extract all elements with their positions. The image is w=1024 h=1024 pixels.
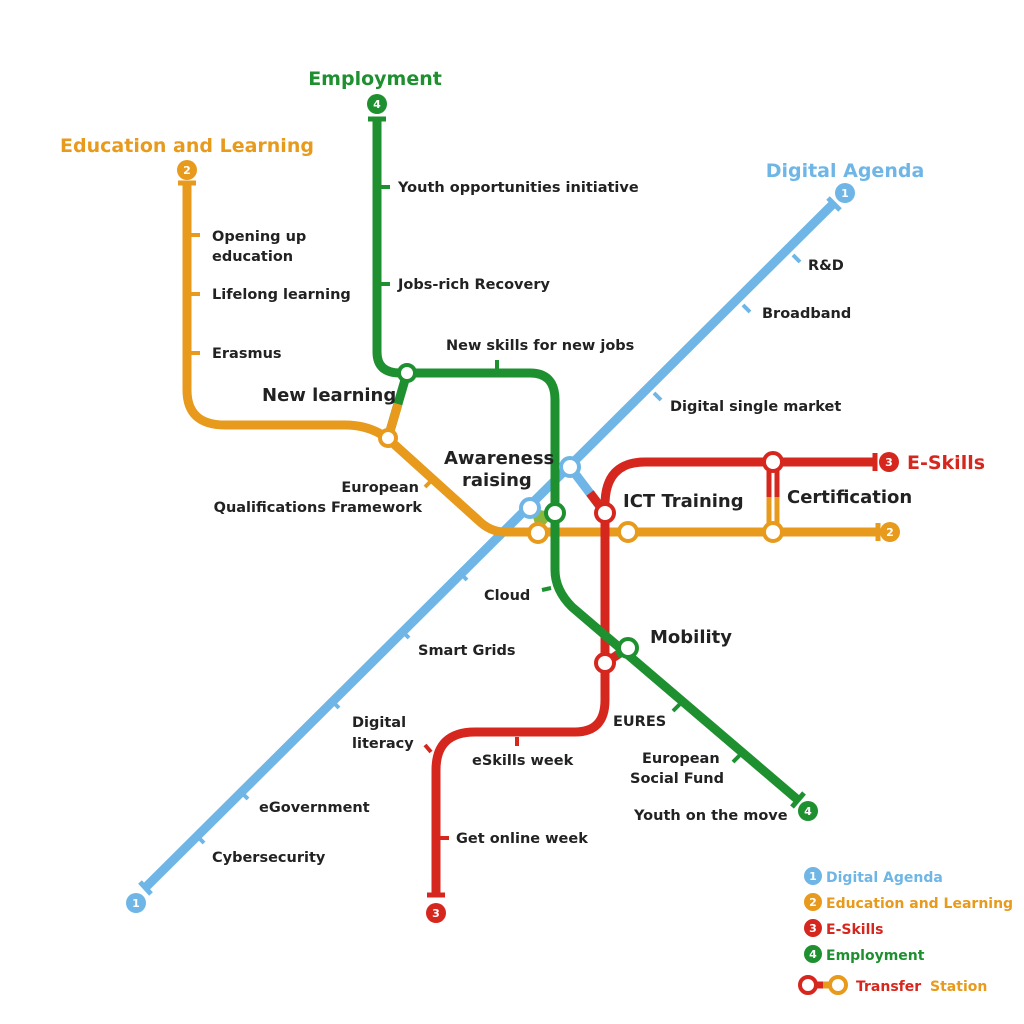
legend-item-transfer-station: Transfer Station	[798, 975, 987, 995]
badge-digital-top: 1	[835, 183, 855, 203]
station-youth-on-the-move: Youth on the move	[633, 808, 788, 824]
legend-item-employment: 4 Employment	[804, 945, 925, 964]
tick-digital-literacy	[330, 699, 341, 710]
station-digital-single-market: Digital single market	[670, 399, 841, 415]
svg-text:1: 1	[132, 897, 140, 910]
station-cybersecurity: Cybersecurity	[212, 850, 326, 866]
line-e-skills: 3 3	[423, 452, 899, 923]
tick-cloud	[458, 571, 469, 582]
station-lifelong: Lifelong learning	[212, 287, 351, 303]
line-employment: 4 4	[367, 94, 818, 821]
svg-text:3: 3	[432, 907, 440, 920]
legend-item-education: 2 Education and Learning	[804, 893, 1013, 912]
station-opening-up-1: Opening up	[212, 229, 306, 245]
svg-text:E-Skills: E-Skills	[826, 922, 884, 938]
label-awareness-2: raising	[462, 470, 532, 491]
tick-rd	[791, 253, 802, 264]
legend-item-e-skills: 3 E-Skills	[804, 919, 884, 938]
line-digital-agenda: 1 1	[126, 183, 855, 913]
tick-broadband	[741, 303, 752, 314]
legend-transfer-word1: Transfer	[856, 979, 921, 995]
tick-eskills-upper	[423, 743, 433, 754]
svg-text:3: 3	[885, 456, 893, 469]
station-esf-1: European	[642, 751, 720, 767]
svg-text:2: 2	[809, 896, 817, 909]
station-get-online-week: Get online week	[456, 831, 588, 847]
label-mobility: Mobility	[650, 627, 732, 648]
station-egovernment: eGovernment	[259, 800, 370, 816]
station-youth-opportunities: Youth opportunities initiative	[397, 180, 639, 196]
transfer-mobility	[594, 637, 639, 674]
title-digital-agenda: Digital Agenda	[766, 160, 925, 182]
employment-track	[372, 119, 801, 804]
svg-text:Transfer Station: Transfer Station	[856, 979, 987, 995]
station-smart-grids: Smart Grids	[418, 643, 516, 659]
svg-text:2: 2	[183, 164, 191, 177]
badge-eskills-right: 3	[879, 452, 899, 472]
station-eqf-2: Qualifications Framework	[214, 500, 423, 516]
station-new-skills: New skills for new jobs	[446, 338, 634, 354]
label-awareness-1: Awareness	[444, 448, 554, 469]
station-digital-literacy-1: Digital	[352, 715, 406, 731]
station-cloud: Cloud	[484, 588, 530, 604]
transfer-new-learning	[378, 363, 417, 448]
station-erasmus: Erasmus	[212, 346, 282, 362]
badge-digital-bottom: 1	[126, 893, 146, 913]
station-rd: R&D	[808, 258, 844, 274]
education-track	[182, 183, 878, 537]
svg-text:4: 4	[373, 98, 381, 111]
title-e-skills: E-Skills	[907, 452, 985, 474]
transfer-awareness-raising	[519, 497, 566, 544]
svg-text:Digital Agenda: Digital Agenda	[826, 870, 943, 886]
station-opening-up-2: education	[212, 249, 293, 265]
station-eskills-week: eSkills week	[472, 753, 574, 769]
svg-text:4: 4	[809, 948, 817, 961]
title-employment: Employment	[308, 68, 442, 90]
employment-end-cap-bottom	[790, 791, 806, 809]
svg-text:2: 2	[886, 526, 894, 539]
badge-education-right: 2	[880, 522, 900, 542]
svg-text:Education and Learning: Education and Learning	[826, 896, 1013, 912]
station-eqf-1: European	[341, 480, 419, 496]
tick-cybersecurity	[195, 834, 206, 845]
svg-text:4: 4	[804, 805, 812, 818]
tick-eures	[671, 702, 682, 713]
tick-smart-grids	[400, 629, 411, 640]
digital-agenda-end-cap-top	[826, 196, 842, 212]
title-education: Education and Learning	[60, 135, 314, 157]
digital-agenda-track	[141, 199, 838, 892]
label-ict-training: ICT Training	[623, 491, 744, 512]
svg-text:1: 1	[809, 870, 817, 883]
badge-education-top: 2	[177, 160, 197, 180]
tick-eqf	[423, 478, 434, 489]
tick-esf	[731, 753, 742, 764]
svg-text:3: 3	[809, 922, 817, 935]
digital-agenda-end-cap-bottom	[138, 880, 153, 896]
label-certification: Certification	[787, 487, 912, 508]
legend-item-digital-agenda: 1 Digital Agenda	[804, 867, 943, 886]
badge-employment-bottom: 4	[798, 801, 818, 821]
e-skills-track	[431, 457, 875, 895]
badge-employment-top: 4	[367, 94, 387, 114]
transfer-certification	[762, 451, 784, 543]
tick-egovernment	[239, 790, 250, 801]
station-eures: EURES	[613, 714, 666, 730]
station-esf-2: Social Fund	[630, 771, 724, 787]
station-digital-literacy-2: literacy	[352, 736, 414, 752]
svg-text:Employment: Employment	[826, 948, 925, 964]
label-new-learning: New learning	[262, 385, 396, 406]
badge-eskills-bottom: 3	[426, 903, 446, 923]
station-broadband: Broadband	[762, 306, 851, 322]
legend-transfer-word2: Station	[930, 979, 987, 995]
transfer-ict-training	[559, 456, 639, 543]
legend: 1 Digital Agenda 2 Education and Learnin…	[798, 867, 1013, 995]
station-jobs-rich-recovery: Jobs-rich Recovery	[397, 277, 550, 293]
svg-text:1: 1	[841, 187, 849, 200]
line-education-learning: 2 2	[177, 160, 900, 542]
tick-single-market	[652, 391, 663, 402]
tick-cloud-green	[541, 586, 552, 592]
